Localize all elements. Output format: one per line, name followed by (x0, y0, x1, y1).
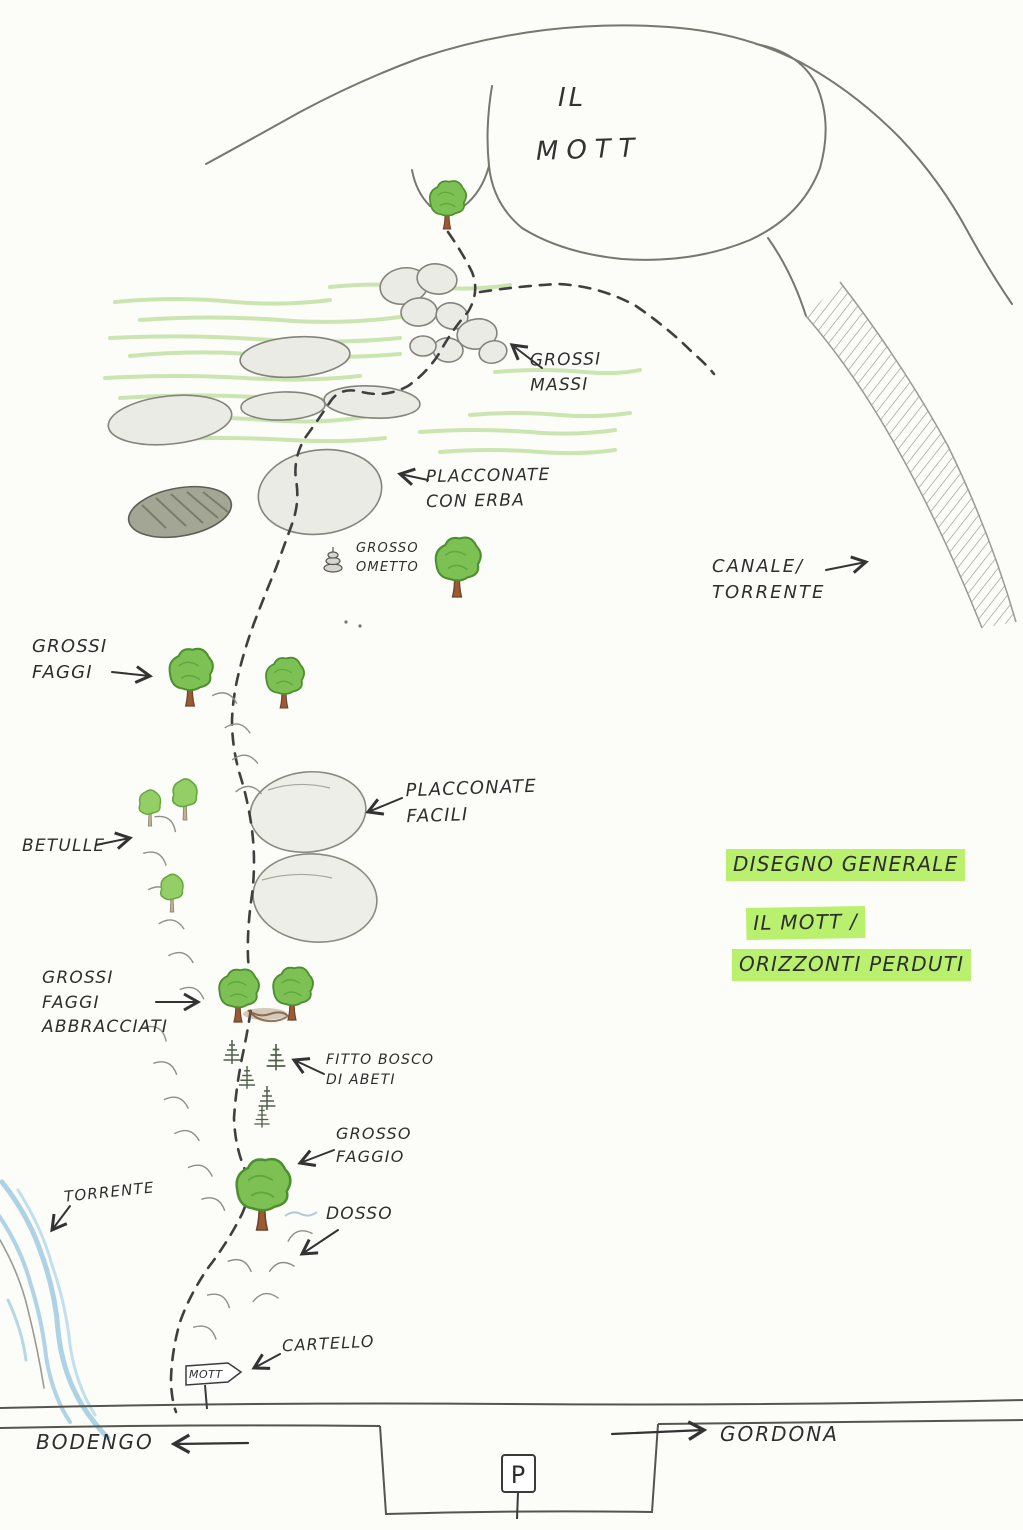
trail-sign: MOTT (185, 1362, 243, 1410)
beech-tree-icon (428, 180, 468, 230)
label-grosso-faggio: GROSSO FAGGIO (336, 1124, 412, 1167)
gully-hatching (805, 281, 1017, 629)
arrow-bodengo (170, 1433, 250, 1455)
trail-dot (358, 624, 362, 628)
title-mott: MOTT (535, 133, 644, 167)
arrow-grosso-faggio (297, 1149, 335, 1167)
label-bodengo: BODENGO (36, 1430, 154, 1454)
beech-tree-icon (434, 536, 482, 599)
beech-tree-icon (168, 647, 214, 707)
birch-tree-icon (171, 778, 198, 821)
cairn-icon (323, 547, 343, 573)
stream (0, 1179, 111, 1441)
arrow-placconate-facili (365, 797, 403, 816)
arrow-torrente (50, 1205, 71, 1233)
legend-line-3: ORIZZONTI PERDUTI (732, 920, 972, 981)
legend-highlight: DISEGNO GENERALE (726, 849, 966, 881)
legend-line-1: DISEGNO GENERALE (726, 820, 966, 881)
label-placconate-con-erba: PLACCONATE CON ERBA (425, 464, 551, 512)
fir-tree-icon (238, 1065, 256, 1090)
label-gordona: GORDONA (720, 1422, 839, 1446)
arrow-betulle (95, 831, 133, 850)
label-cartello: CARTELLO (281, 1331, 376, 1356)
label-grossi-massi: GROSSI MASSI (529, 349, 602, 396)
label-grosso-ometto: GROSSO OMETTO (356, 541, 419, 575)
arrow-grossi-faggi (111, 665, 154, 684)
fir-tree-icon (257, 1085, 277, 1111)
boulders-grossi-massi (379, 263, 508, 365)
trail-dashed-path (169, 230, 716, 1414)
birch-tree-icon (159, 873, 184, 913)
trail-dot (344, 620, 348, 624)
arrow-canale (825, 555, 869, 574)
label-fitto-bosco: FITTO BOSCO DI ABETI (326, 1052, 435, 1089)
rock-slabs (107, 335, 421, 536)
fir-tree-icon (265, 1043, 287, 1072)
ground-scribble (243, 1008, 290, 1023)
title-il: IL (558, 83, 587, 113)
label-placconate-facili: PLACCONATE FACILI (405, 775, 538, 828)
birch-tree-icon (138, 789, 162, 827)
label-betulle: BETULLE (22, 836, 106, 856)
parking-area-outline (379, 1423, 659, 1516)
slabs-placconate-facili (249, 770, 378, 943)
label-grossi-faggi-abbracciati: GROSSI FAGGI ABBRACCIATI (42, 968, 169, 1038)
legend-highlight: ORIZZONTI PERDUTI (732, 949, 972, 981)
label-grossi-faggi: GROSSI FAGGI (32, 636, 108, 684)
birch-trees (138, 778, 198, 913)
parking-sign: P (501, 1454, 536, 1520)
fir-trees (222, 1039, 287, 1129)
beech-tree-icon (235, 1157, 292, 1232)
arrow-placconate-erba (397, 467, 429, 486)
trail-sign-text: MOTT (189, 1368, 223, 1381)
blue-scribble (284, 1211, 318, 1217)
arrow-fitto-bosco (291, 1057, 325, 1075)
arrow-gordona (610, 1420, 708, 1441)
beech-tree-icon (265, 656, 305, 709)
parking-sign-text: P (511, 1461, 525, 1489)
arrow-grossi-massi (509, 343, 543, 369)
label-canale-torrente: CANALE/ TORRENTE (712, 556, 826, 604)
arrow-cartello (251, 1353, 281, 1370)
annotation-arrows (50, 343, 869, 1455)
dark-rock (127, 485, 233, 539)
mountain-ridge-outline (205, 24, 1013, 317)
fir-tree-icon (222, 1039, 242, 1065)
label-dosso: DOSSO (326, 1204, 393, 1224)
arrow-dosso (299, 1229, 339, 1256)
